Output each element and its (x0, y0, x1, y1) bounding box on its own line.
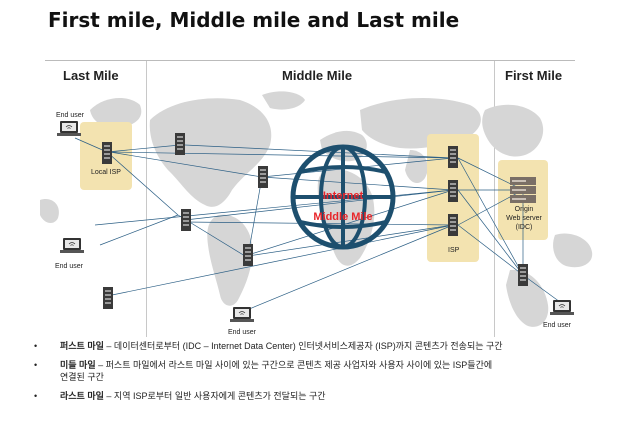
internet-middle-mile-label: Middle Mile (313, 211, 372, 223)
origin-label-line3: (IDC) (516, 224, 533, 231)
first-mile-server-icon (518, 264, 528, 286)
end-user-label-1: End user (56, 112, 85, 119)
isp-label: ISP (448, 247, 460, 254)
first-mile-label: First Mile (505, 68, 563, 83)
isp-server-1-icon (448, 146, 458, 168)
bullet-dot: • (34, 341, 38, 351)
end-user-laptop-1-icon (56, 120, 82, 137)
internet-label: Internet (323, 190, 364, 202)
bullet-dot: • (34, 360, 38, 370)
origin-server-icon (510, 177, 536, 203)
definition-text-first-mile: – 데이터센터로부터 (IDC – Internet Data Center) … (103, 341, 503, 351)
page-title: First mile, Middle mile and Last mile (48, 8, 460, 32)
end-user-laptop-4-icon (549, 299, 575, 316)
middle-server-5-icon (103, 287, 113, 309)
middle-server-4-icon (243, 244, 253, 266)
term-last-mile: 라스트 마일 (60, 391, 104, 401)
divider-left (146, 61, 147, 337)
isp-server-2-icon (448, 180, 458, 202)
local-isp-server-icon (102, 142, 112, 164)
definition-first-mile: • 퍼스트 마일 – 데이터센터로부터 (IDC – Internet Data … (34, 340, 604, 352)
end-user-laptop-2-icon (59, 237, 85, 254)
definition-last-mile: • 라스트 마일 – 지역 ISP로부터 일반 사용자에게 콘텐츠가 전달되는 구… (34, 390, 604, 402)
term-first-mile: 퍼스트 마일 (60, 341, 104, 351)
end-user-label-3: End user (228, 329, 257, 336)
local-isp-label: Local ISP (91, 169, 121, 176)
last-mile-label: Last Mile (63, 68, 119, 83)
definition-middle-mile: • 미들 마일 – 퍼스트 마일에서 라스트 마일 사이에 있는 구간으로 콘텐츠… (34, 359, 604, 383)
origin-label-line2: Web server (506, 215, 542, 222)
bullet-dot: • (34, 391, 38, 401)
internet-globe-icon (290, 144, 396, 250)
definition-list: • 퍼스트 마일 – 데이터센터로부터 (IDC – Internet Data … (34, 340, 604, 409)
definition-text-last-mile: – 지역 ISP로부터 일반 사용자에게 콘텐츠가 전달되는 구간 (103, 391, 326, 401)
origin-label-line1: Origin (515, 206, 534, 213)
definition-text-middle-mile-cont: 연결된 구간 (60, 372, 104, 382)
header-rule (45, 60, 575, 61)
middle-server-1-icon (175, 133, 185, 155)
middle-mile-label: Middle Mile (282, 68, 353, 83)
end-user-laptop-3-icon (229, 306, 255, 323)
isp-server-3-icon (448, 214, 458, 236)
middle-server-2-icon (258, 166, 268, 188)
term-middle-mile: 미들 마일 (60, 360, 96, 370)
definition-text-middle-mile: – 퍼스트 마일에서 라스트 마일 사이에 있는 구간으로 콘텐츠 제공 사업자… (95, 360, 493, 370)
end-user-label-4: End user (543, 322, 572, 329)
divider-right (494, 61, 495, 337)
middle-server-3-icon (181, 209, 191, 231)
end-user-label-2: End user (55, 263, 84, 270)
